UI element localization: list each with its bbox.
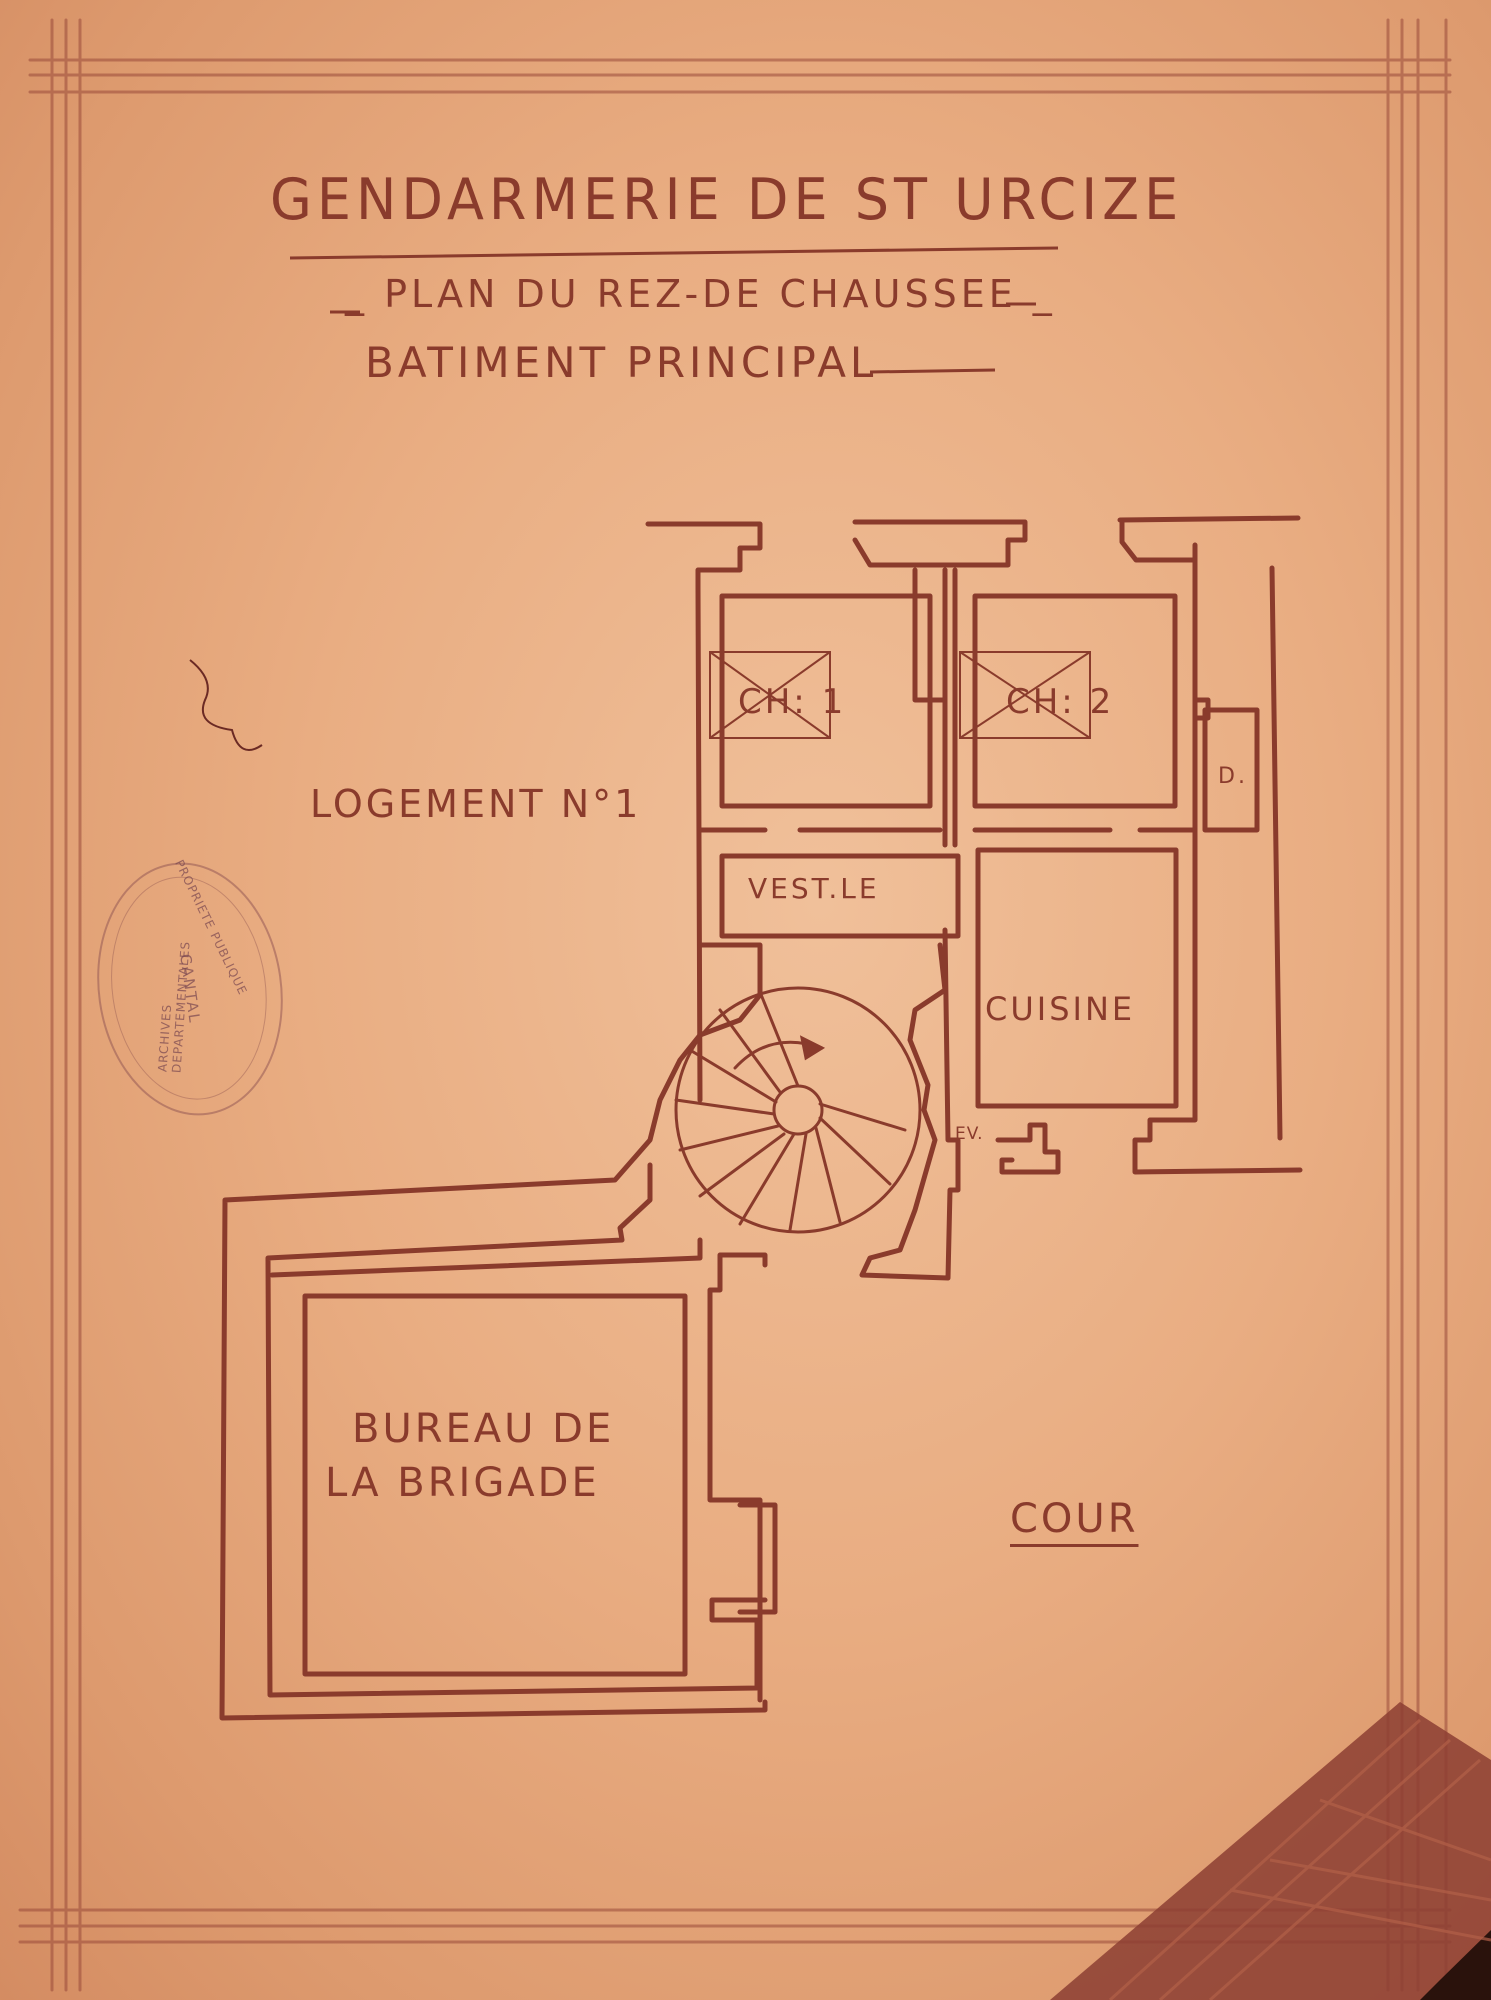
sheet-border-lines	[18, 18, 1452, 1992]
drawing-title: GENDARMERIE DE ST URCIZE	[270, 166, 1184, 233]
building-walls	[219, 515, 1303, 1721]
pencil-scribble	[189, 659, 263, 751]
drawing-subtitle: _ PLAN DU REZ-DE CHAUSSEE _	[345, 272, 1056, 316]
room-label-vestibule: VEST.LE	[748, 872, 880, 905]
room-label-d: D.	[1218, 764, 1248, 789]
room-label-bureau-line2: LA BRIGADE	[325, 1460, 600, 1506]
room-label-cour: COUR	[1010, 1496, 1139, 1542]
spiral-staircase	[674, 986, 922, 1234]
room-label-chambre-1: CH: 1	[738, 682, 847, 722]
room-label-logement: LOGEMENT N°1	[310, 782, 642, 826]
title-underline	[289, 246, 1059, 260]
subtitle2-underline	[869, 368, 996, 374]
room-label-bureau-line1: BUREAU DE	[352, 1406, 615, 1452]
folded-corner	[1050, 1702, 1491, 2000]
room-label-chambre-2: CH: 2	[1006, 682, 1115, 722]
drawing-subtitle-building: BATIMENT PRINCIPAL	[365, 338, 878, 387]
room-label-ev: EV.	[955, 1124, 984, 1144]
chimney-hoods	[709, 651, 1091, 739]
room-label-cuisine: CUISINE	[985, 990, 1136, 1028]
